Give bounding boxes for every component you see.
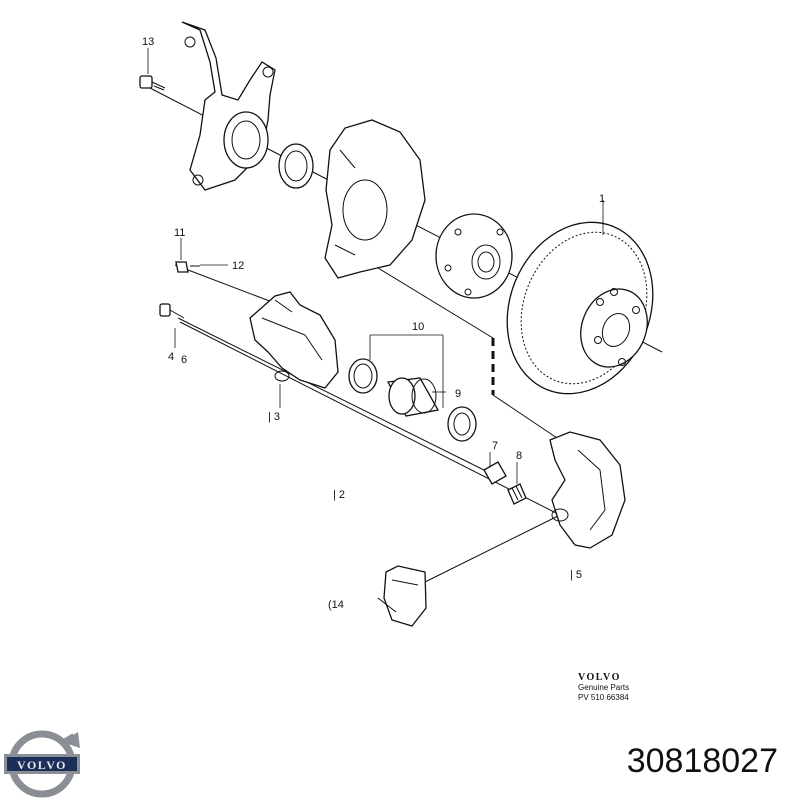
callout-3: | 3 bbox=[268, 411, 280, 423]
pad-axis-line bbox=[424, 514, 561, 583]
brake-disc bbox=[506, 221, 654, 395]
steering-knuckle bbox=[181, 21, 276, 191]
volvo-badge-text: VOLVO bbox=[17, 758, 67, 772]
callout-6: 6 bbox=[181, 354, 187, 366]
volvo-badge-logo: VOLVO bbox=[4, 730, 80, 798]
dust-boot bbox=[447, 406, 477, 442]
guide-pin bbox=[483, 461, 507, 485]
callout-2: | 2 bbox=[333, 489, 345, 501]
callout-8: 8 bbox=[516, 450, 522, 462]
brand-block: VOLVO Genuine Parts PV 510 66384 bbox=[578, 672, 658, 703]
callout-14: (14 bbox=[328, 599, 344, 611]
brand-code: PV 510 66384 bbox=[578, 693, 629, 702]
callout-1: 1 bbox=[599, 193, 605, 205]
piston-seal bbox=[348, 358, 378, 394]
splash-shield bbox=[324, 119, 426, 279]
seal-ring bbox=[278, 143, 314, 189]
guide-line-caliper bbox=[377, 267, 561, 441]
carrier-axis-line bbox=[174, 264, 281, 306]
callout-9: 9 bbox=[455, 388, 461, 400]
brake-pads bbox=[377, 565, 427, 627]
caliper-carrier bbox=[549, 431, 626, 549]
part-number: 30818027 bbox=[626, 742, 778, 780]
caliper-bolt-axis-line bbox=[177, 317, 501, 479]
callout-4: 4 bbox=[168, 351, 174, 363]
brand-subtitle: Genuine Parts bbox=[578, 683, 630, 692]
bolt-13 bbox=[139, 75, 166, 91]
bleed-screw bbox=[175, 261, 200, 273]
bolt-axis-line bbox=[179, 321, 561, 516]
callout-13: 13 bbox=[142, 36, 154, 48]
leader-10 bbox=[369, 334, 444, 408]
brand-logo-text: VOLVO bbox=[578, 672, 621, 683]
callout-12: 12 bbox=[232, 260, 244, 272]
callout-7: 7 bbox=[492, 440, 498, 452]
guide-pin-boot bbox=[507, 483, 527, 505]
piston bbox=[386, 377, 440, 417]
callout-10: 10 bbox=[412, 321, 424, 333]
wheel-hub bbox=[435, 213, 513, 299]
callout-11: 11 bbox=[174, 227, 185, 239]
bolt-4-6 bbox=[159, 303, 185, 319]
callout-5: | 5 bbox=[570, 569, 582, 581]
caliper-housing bbox=[249, 291, 339, 389]
